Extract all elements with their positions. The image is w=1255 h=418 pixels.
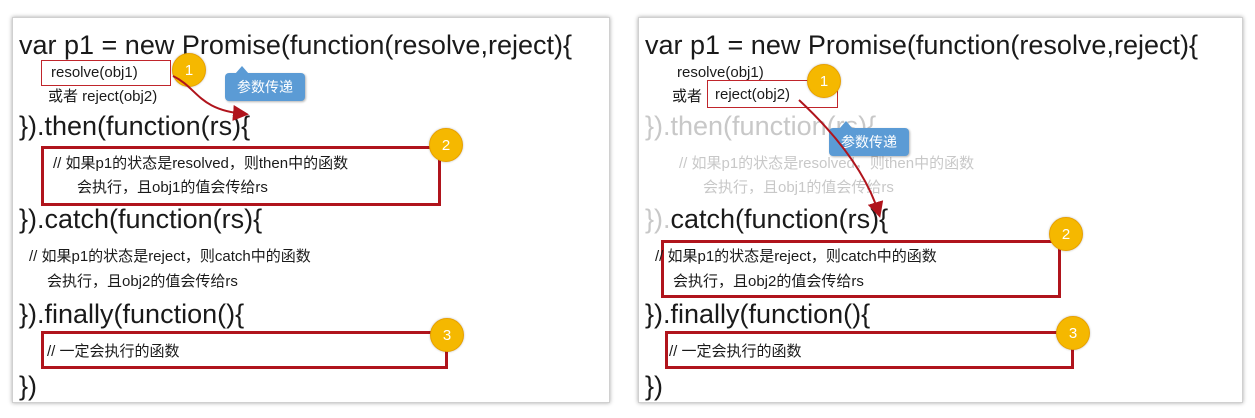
promise-declaration: var p1 = new Promise(function(resolve,re…	[19, 30, 572, 60]
catch-comment-line1: // 如果p1的状态是reject，则catch中的函数	[655, 248, 937, 265]
then-comment-line2: 会执行，且obj1的值会传给rs	[77, 179, 268, 196]
param-pass-callout: 参数传递	[829, 121, 909, 156]
finally-comment: // 一定会执行的函数	[669, 343, 802, 360]
reject-highlight	[707, 80, 838, 108]
finally-line: }).finally(function(){	[645, 299, 871, 329]
resolve-highlight	[41, 60, 171, 86]
catch-line-rest: catch(function(rs){	[670, 204, 889, 234]
left-code-panel: var p1 = new Promise(function(resolve,re…	[12, 17, 610, 403]
catch-comment-line2: 会执行，且obj2的值会传给rs	[673, 273, 864, 290]
finally-line: }).finally(function(){	[19, 299, 245, 329]
reject-call: reject(obj2)	[715, 86, 791, 103]
then-comment-line2: 会执行，且obj1的值会传给rs	[703, 179, 894, 196]
step-badge-2: 2	[429, 128, 463, 162]
resolve-call: resolve(obj1)	[677, 64, 764, 81]
right-code-panel: var p1 = new Promise(function(resolve,re…	[638, 17, 1243, 403]
catch-line: }).catch(function(rs){	[645, 206, 888, 233]
resolve-call: resolve(obj1)	[51, 64, 138, 81]
then-block-box	[41, 146, 441, 206]
then-line: }).then(function(rs){	[19, 111, 251, 141]
closing-brace: })	[645, 371, 664, 401]
catch-block-box	[661, 240, 1061, 298]
catch-line-prefix: }).	[645, 204, 671, 234]
promise-declaration: var p1 = new Promise(function(resolve,re…	[645, 30, 1198, 60]
or-label: 或者	[672, 88, 703, 105]
catch-comment-line1: // 如果p1的状态是reject，则catch中的函数	[29, 248, 311, 265]
then-comment-line1: // 如果p1的状态是resolved，则then中的函数	[53, 155, 349, 172]
step-badge-1: 1	[172, 53, 206, 87]
closing-brace: })	[19, 371, 38, 401]
or-reject-text: 或者 reject(obj2)	[48, 88, 158, 105]
finally-comment: // 一定会执行的函数	[47, 343, 180, 360]
finally-block-box	[665, 331, 1074, 369]
catch-line: }).catch(function(rs){	[19, 204, 263, 234]
param-pass-callout: 参数传递	[225, 66, 305, 101]
step-badge-1: 1	[807, 64, 841, 98]
step-badge-3: 3	[430, 318, 464, 352]
then-comment-line1: // 如果p1的状态是resolved，则then中的函数	[679, 155, 975, 172]
catch-comment-line2: 会执行，且obj2的值会传给rs	[47, 273, 238, 290]
step-badge-2: 2	[1049, 217, 1083, 251]
step-badge-3: 3	[1056, 316, 1090, 350]
